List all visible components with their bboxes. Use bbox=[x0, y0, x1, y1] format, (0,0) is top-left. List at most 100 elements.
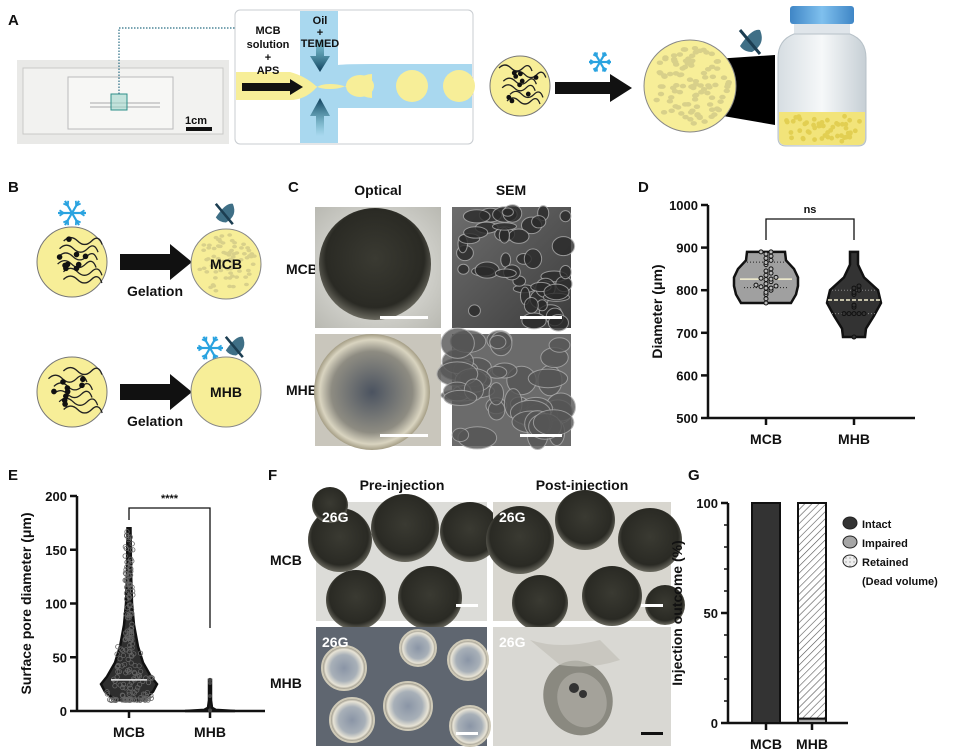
data-point bbox=[129, 636, 135, 642]
data-point bbox=[135, 697, 142, 703]
y-tick-label: 800 bbox=[676, 283, 698, 298]
vial-bead bbox=[819, 136, 825, 141]
pore bbox=[671, 88, 679, 94]
pore bbox=[213, 262, 219, 267]
data-point bbox=[148, 695, 154, 701]
y-tick-label: 200 bbox=[45, 489, 67, 504]
data-point bbox=[125, 536, 132, 543]
pore bbox=[245, 246, 251, 250]
y-tick-label: 100 bbox=[45, 597, 67, 612]
pore bbox=[672, 104, 679, 109]
data-point bbox=[768, 266, 774, 272]
needle-gauge-label: 26G bbox=[322, 634, 349, 650]
pore bbox=[682, 58, 690, 64]
pore bbox=[719, 94, 726, 100]
data-point bbox=[136, 672, 142, 678]
pore bbox=[692, 50, 700, 55]
data-point bbox=[861, 311, 867, 317]
data-point bbox=[148, 674, 154, 680]
snowflake-arm bbox=[599, 51, 607, 63]
polymer-chain bbox=[509, 90, 544, 99]
pore bbox=[219, 234, 225, 238]
data-point bbox=[120, 647, 126, 654]
panel-b: B Gelation MCB Gelation MHB bbox=[8, 179, 262, 429]
row-header: MCB bbox=[270, 552, 302, 568]
y-tick-label: 150 bbox=[45, 543, 67, 558]
data-point bbox=[131, 651, 137, 657]
pore bbox=[230, 260, 236, 264]
data-point bbox=[129, 621, 135, 627]
data-point bbox=[144, 689, 150, 696]
polymer-chain bbox=[62, 275, 103, 284]
data-point bbox=[127, 646, 133, 652]
snowflake-icon bbox=[58, 200, 86, 226]
data-point bbox=[856, 287, 862, 293]
snowflake-branch bbox=[79, 209, 85, 214]
microbead bbox=[618, 508, 682, 572]
pore bbox=[690, 121, 697, 126]
pore bbox=[234, 275, 240, 279]
pore bbox=[689, 83, 697, 89]
data-point bbox=[114, 651, 120, 657]
data-point bbox=[123, 590, 130, 596]
data-point bbox=[856, 311, 862, 317]
panel-label-f: F bbox=[268, 467, 277, 484]
pore bbox=[706, 84, 713, 90]
vial-bead bbox=[835, 133, 840, 139]
pore bbox=[715, 107, 723, 113]
pore bbox=[681, 102, 689, 107]
data-point bbox=[128, 568, 134, 574]
snowflake-arm bbox=[64, 212, 73, 226]
snowflake-branch bbox=[217, 344, 223, 349]
pore bbox=[725, 80, 733, 85]
data-point bbox=[104, 691, 110, 697]
snowflake-icon bbox=[197, 336, 223, 360]
data-point bbox=[126, 669, 132, 675]
needle-gauge-label: 26G bbox=[499, 634, 526, 650]
polymer-solution-droplet bbox=[36, 226, 108, 298]
mcb-bead-label: MCB bbox=[210, 256, 242, 272]
pore bbox=[218, 268, 224, 273]
snowflake-branch bbox=[589, 61, 594, 65]
data-point bbox=[128, 566, 134, 572]
porous-cryogel-bead bbox=[190, 228, 262, 300]
vial-bead bbox=[825, 130, 830, 135]
pore bbox=[709, 74, 717, 80]
data-point bbox=[131, 669, 137, 676]
data-point bbox=[768, 253, 774, 259]
snowflake-branch bbox=[606, 59, 611, 63]
vial-bead bbox=[857, 118, 862, 124]
sem-pore bbox=[488, 382, 505, 406]
data-point bbox=[111, 697, 117, 703]
pore bbox=[211, 246, 217, 251]
mhb-bead bbox=[190, 356, 262, 428]
data-point bbox=[763, 300, 769, 306]
data-point bbox=[768, 285, 774, 291]
data-point bbox=[763, 289, 769, 295]
vial-bead bbox=[842, 113, 847, 119]
data-point bbox=[208, 708, 212, 713]
pore bbox=[676, 89, 684, 95]
strike-line bbox=[214, 202, 234, 226]
pore bbox=[670, 56, 678, 62]
data-point bbox=[763, 268, 769, 274]
pore bbox=[656, 60, 664, 66]
row-header: MHB bbox=[270, 675, 302, 691]
pore bbox=[712, 82, 719, 88]
y-tick-label: 700 bbox=[676, 326, 698, 341]
y-axis-label: Injection outcome (%) bbox=[669, 540, 685, 685]
y-tick-label: 600 bbox=[676, 368, 698, 383]
microbead bbox=[326, 570, 386, 630]
pore bbox=[220, 259, 226, 264]
y-axis-label: Diameter (μm) bbox=[649, 264, 665, 358]
significance-label: ns bbox=[804, 204, 817, 216]
droplet bbox=[36, 356, 108, 428]
polymer-chain bbox=[62, 366, 103, 376]
legend-swatch bbox=[842, 554, 858, 568]
pore bbox=[700, 47, 707, 53]
polymer-chain bbox=[63, 405, 103, 414]
data-point bbox=[768, 276, 774, 282]
scale-bar bbox=[186, 127, 212, 131]
pore bbox=[220, 264, 225, 269]
